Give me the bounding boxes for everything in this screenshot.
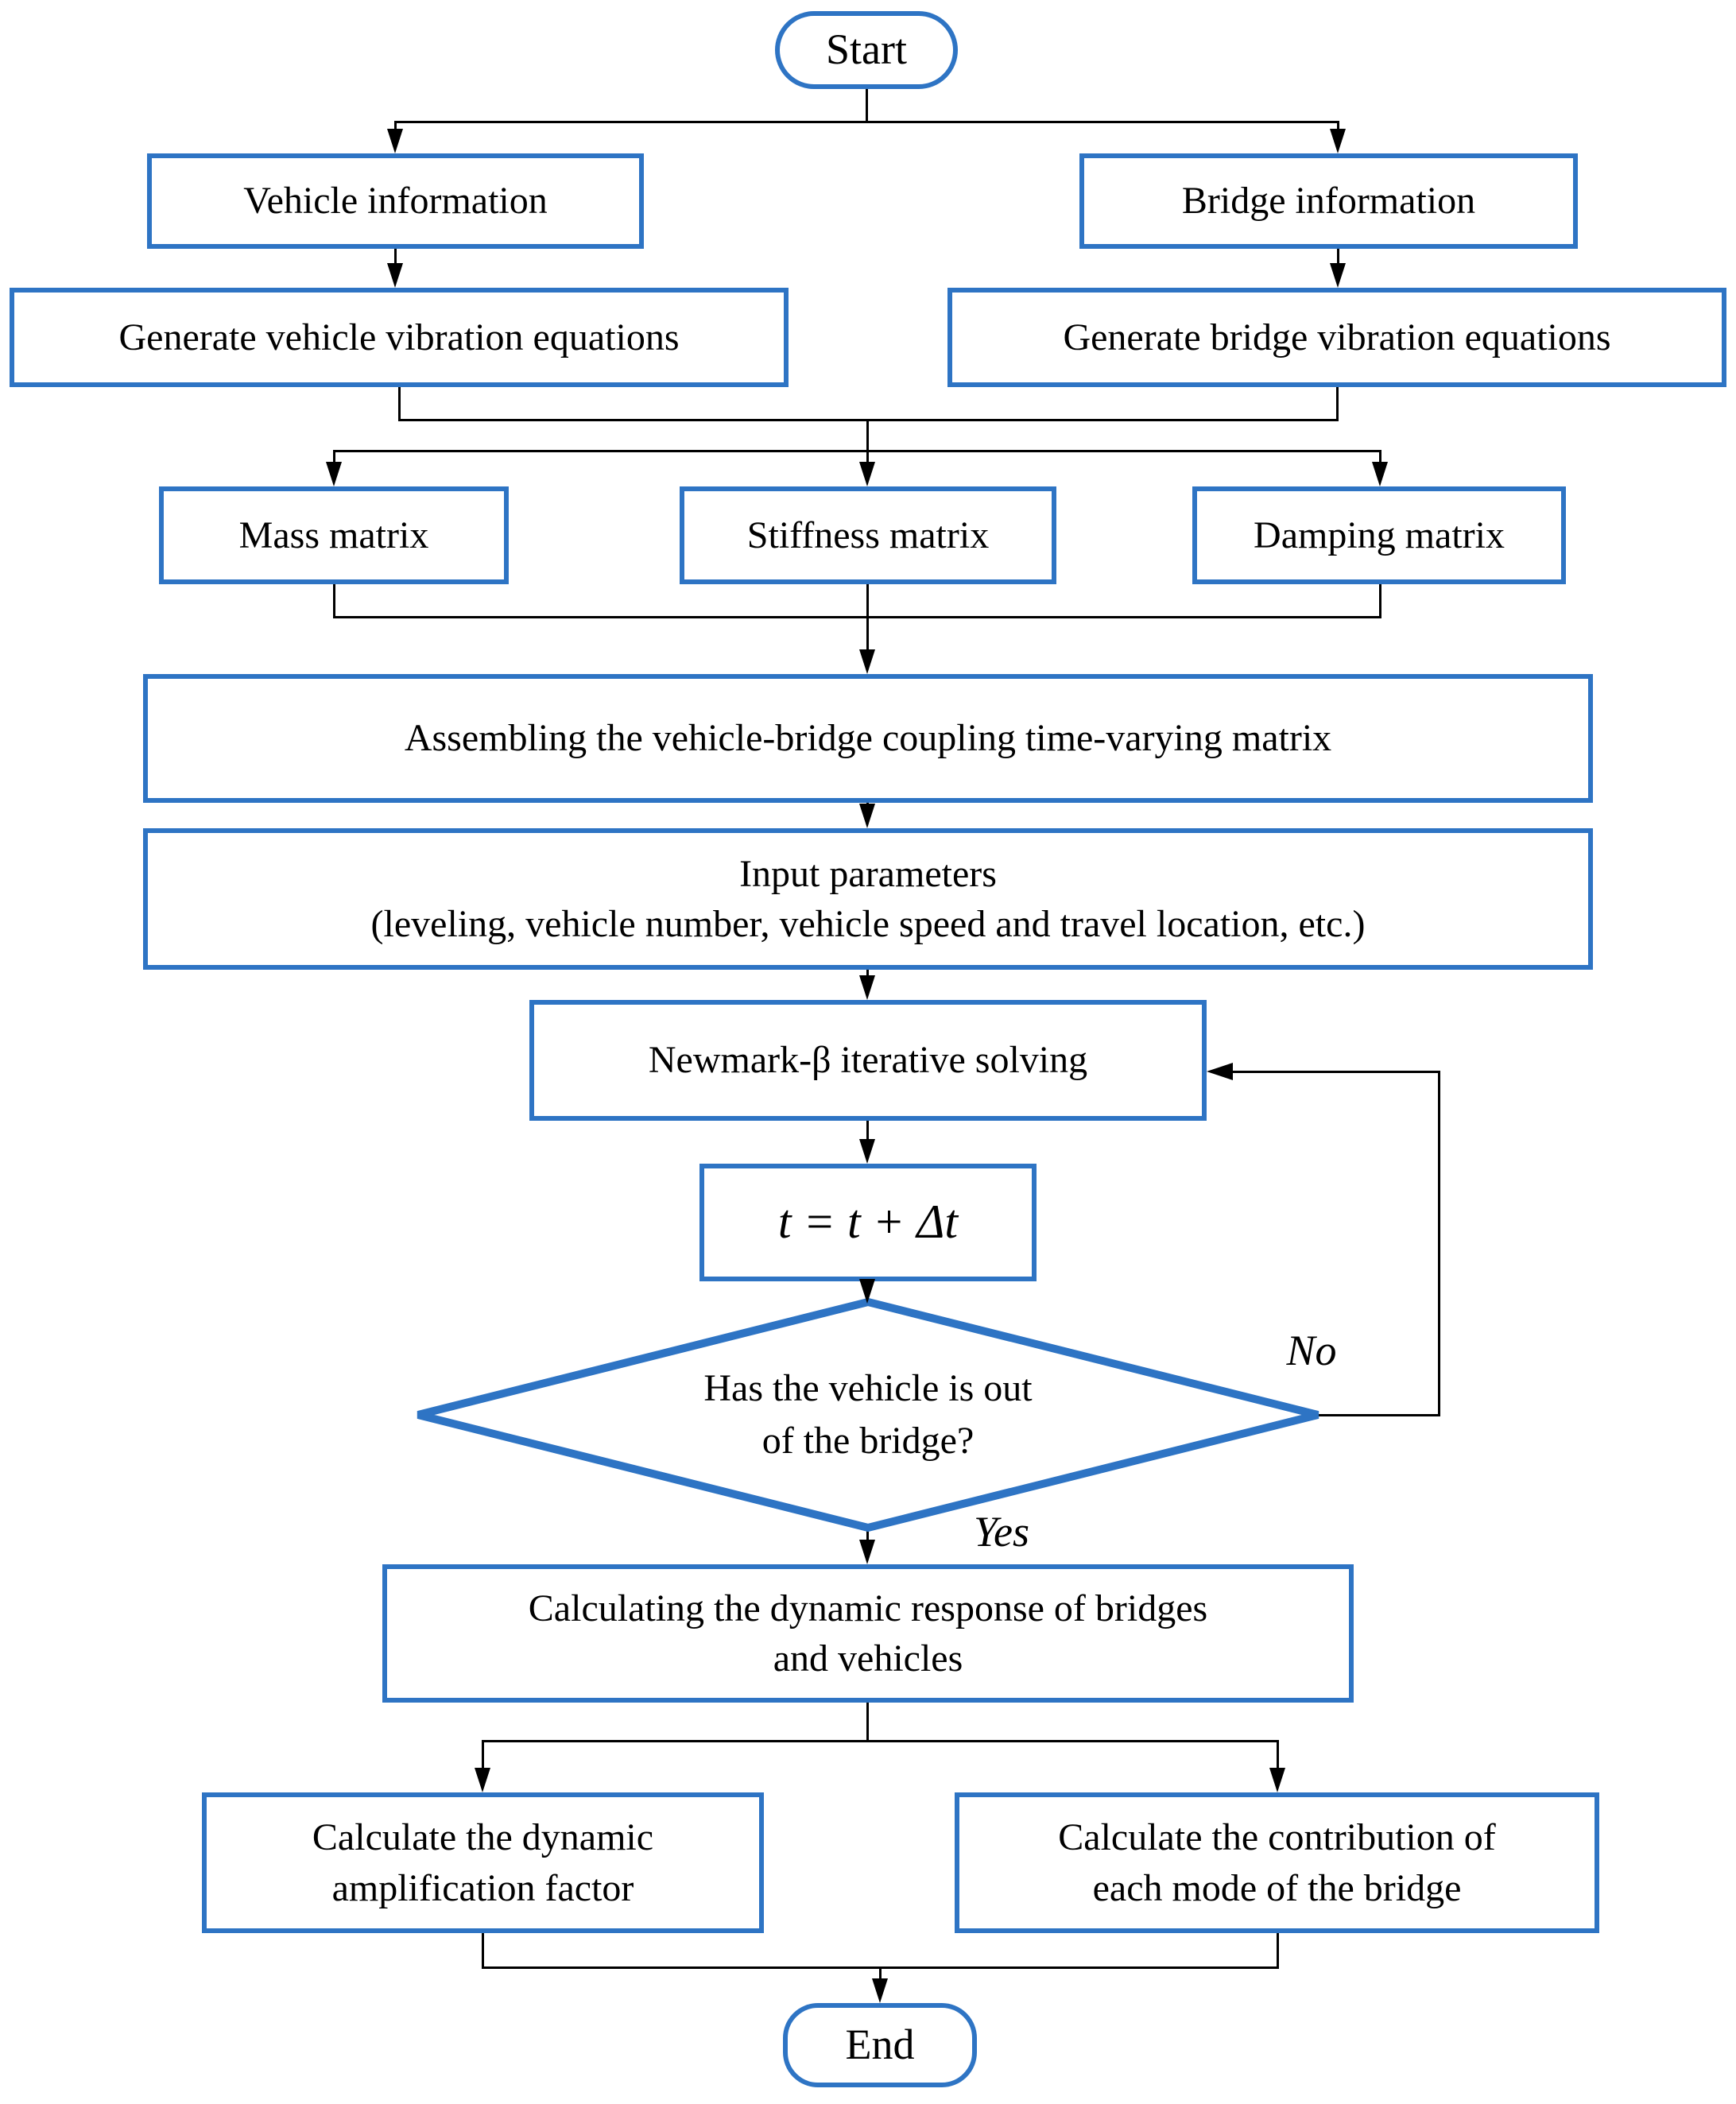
edge-vehicle-to-genvehicle bbox=[394, 249, 397, 266]
edge-yes-drop bbox=[866, 1526, 869, 1544]
arrowhead-daf bbox=[475, 1768, 490, 1792]
edge-daf-drop bbox=[482, 1933, 484, 1969]
arrowhead-gen-vehicle bbox=[387, 263, 403, 288]
edge-bridge-to-genbridge bbox=[1337, 249, 1339, 266]
edge-calculating-drop bbox=[866, 1703, 869, 1742]
edge-result-split-bar bbox=[482, 1740, 1279, 1742]
arrowhead-vehicle-info bbox=[387, 129, 403, 153]
time-step-update-box: t = t + Δt bbox=[699, 1164, 1037, 1281]
arrowhead-calculating bbox=[859, 1540, 875, 1564]
arrowhead-gen-bridge bbox=[1330, 263, 1346, 288]
arrowhead-damping bbox=[1372, 462, 1388, 486]
edge-no-return bbox=[1230, 1071, 1440, 1073]
arrowhead-decision bbox=[859, 1279, 875, 1304]
calculating-dynamic-response-box: Calculating the dynamic response of brid… bbox=[382, 1564, 1354, 1703]
arrowhead-stiffness bbox=[859, 462, 875, 486]
edge-start-stem bbox=[866, 87, 868, 122]
newmark-iterative-solving-box: Newmark-β iterative solving bbox=[529, 1000, 1207, 1121]
vehicle-information-box: Vehicle information bbox=[147, 153, 644, 249]
edge-to-vehicle-info bbox=[394, 121, 397, 134]
edge-genbridge-drop bbox=[1336, 387, 1339, 421]
calculate-amplification-factor-box: Calculate the dynamic amplification fact… bbox=[202, 1792, 764, 1933]
damping-matrix-box: Damping matrix bbox=[1192, 486, 1566, 584]
decision-diamond-shape bbox=[417, 1297, 1319, 1532]
arrowhead-mass bbox=[326, 462, 342, 486]
decision-diamond bbox=[417, 1297, 1319, 1532]
edge-to-damping bbox=[1379, 450, 1381, 464]
edge-contrib-drop bbox=[1277, 1933, 1279, 1969]
arrowhead-contrib bbox=[1269, 1768, 1285, 1792]
edge-end-drop bbox=[879, 1966, 882, 1981]
edge-to-contrib bbox=[1277, 1740, 1279, 1770]
edge-mass-drop bbox=[333, 584, 335, 618]
end-node: End bbox=[783, 2003, 977, 2087]
edge-damping-drop bbox=[1379, 584, 1381, 618]
edge-no-vertical bbox=[1438, 1071, 1440, 1416]
stiffness-matrix-box: Stiffness matrix bbox=[680, 486, 1056, 584]
yes-edge-label: Yes bbox=[973, 1508, 1030, 1556]
edge-newmark-to-t bbox=[866, 1121, 869, 1143]
edge-to-mass bbox=[333, 450, 335, 464]
input-parameters-box: Input parameters (leveling, vehicle numb… bbox=[143, 828, 1593, 970]
edge-no-horizontal bbox=[1317, 1414, 1440, 1416]
arrowhead-newmark-loop bbox=[1207, 1063, 1233, 1080]
edge-matrix-merge-bar bbox=[333, 616, 1381, 618]
edge-matrix-split-bar bbox=[333, 450, 1381, 452]
arrowhead-assembling bbox=[859, 649, 875, 674]
arrowhead-t-update bbox=[859, 1139, 875, 1164]
edge-genvehicle-drop bbox=[398, 387, 401, 421]
arrowhead-bridge-info bbox=[1330, 129, 1346, 153]
bridge-information-box: Bridge information bbox=[1079, 153, 1578, 249]
edge-input-to-newmark bbox=[866, 970, 869, 979]
start-node: Start bbox=[775, 11, 958, 89]
assembling-matrix-box: Assembling the vehicle-bridge coupling t… bbox=[143, 674, 1593, 803]
calculate-mode-contribution-box: Calculate the contribution of each mode … bbox=[955, 1792, 1599, 1933]
arrowhead-end bbox=[872, 1978, 888, 2003]
edge-to-stiffness bbox=[866, 450, 869, 464]
decision-question-label: Has the vehicle is out of the bridge? bbox=[703, 1366, 1033, 1462]
arrowhead-newmark bbox=[859, 975, 875, 1000]
edge-merge-center-drop bbox=[866, 419, 869, 452]
mass-matrix-box: Mass matrix bbox=[159, 486, 509, 584]
edge-stiffness-drop bbox=[866, 584, 869, 652]
edge-to-bridge-info bbox=[1337, 121, 1339, 134]
edge-top-branch-bar bbox=[394, 121, 1339, 123]
generate-bridge-equations-box: Generate bridge vibration equations bbox=[947, 288, 1726, 387]
no-edge-label: No bbox=[1286, 1327, 1337, 1374]
arrowhead-input-params bbox=[859, 804, 875, 828]
edge-to-daf bbox=[482, 1740, 484, 1770]
generate-vehicle-equations-box: Generate vehicle vibration equations bbox=[10, 288, 789, 387]
